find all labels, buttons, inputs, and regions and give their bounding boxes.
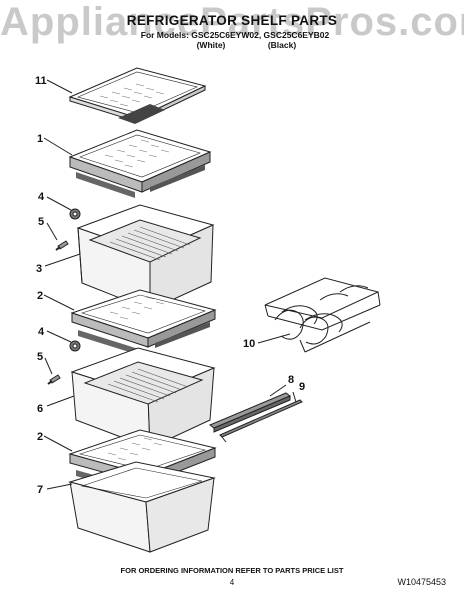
part-5-screw-lower <box>47 374 61 385</box>
part-4-roller-upper <box>69 208 81 220</box>
callout-11: 11 <box>35 75 47 87</box>
part-7-bottom-drawer <box>68 461 216 553</box>
part-6-crisper-drawer-lower <box>70 347 216 449</box>
color-black-label: (Black) <box>267 40 297 50</box>
page-number: 4 <box>229 578 235 587</box>
callout-4-lower: 4 <box>38 326 45 338</box>
page-title: REFRIGERATOR SHELF PARTS <box>126 13 338 28</box>
part-3-crisper-drawer-upper <box>76 204 215 311</box>
callout-9: 9 <box>299 381 305 393</box>
part-11-glass-shelf <box>68 67 207 124</box>
part-8-slide-rail <box>209 392 291 433</box>
part-2-shelf-upper <box>70 289 217 356</box>
callout-1: 1 <box>37 133 43 145</box>
callout-2-lower: 2 <box>37 431 43 443</box>
ordering-info-footer: FOR ORDERING INFORMATION REFER TO PARTS … <box>120 566 344 575</box>
watermark: AppliancePartsPros.com <box>0 0 464 44</box>
callout-5-lower: 5 <box>37 351 43 363</box>
document-number: W10475453 <box>397 577 446 587</box>
callout-5-upper: 5 <box>38 216 44 228</box>
part-9-support-rail <box>219 399 303 443</box>
part-1-shelf-frame <box>68 129 212 198</box>
callout-7: 7 <box>37 484 43 496</box>
part-4-roller-lower <box>69 340 81 352</box>
callout-10: 10 <box>243 338 255 350</box>
models-line: For Models: GSC25C6EYW02, GSC25C6EYB02 <box>140 30 330 40</box>
callout-6: 6 <box>37 403 43 415</box>
callout-4-upper: 4 <box>38 191 45 203</box>
callout-3: 3 <box>36 263 42 275</box>
part-10-wine-rack <box>264 277 381 353</box>
part-5-screw-upper <box>55 240 69 251</box>
color-white-label: (White) <box>196 40 226 50</box>
callout-2-upper: 2 <box>37 290 43 302</box>
callout-8: 8 <box>288 374 294 386</box>
